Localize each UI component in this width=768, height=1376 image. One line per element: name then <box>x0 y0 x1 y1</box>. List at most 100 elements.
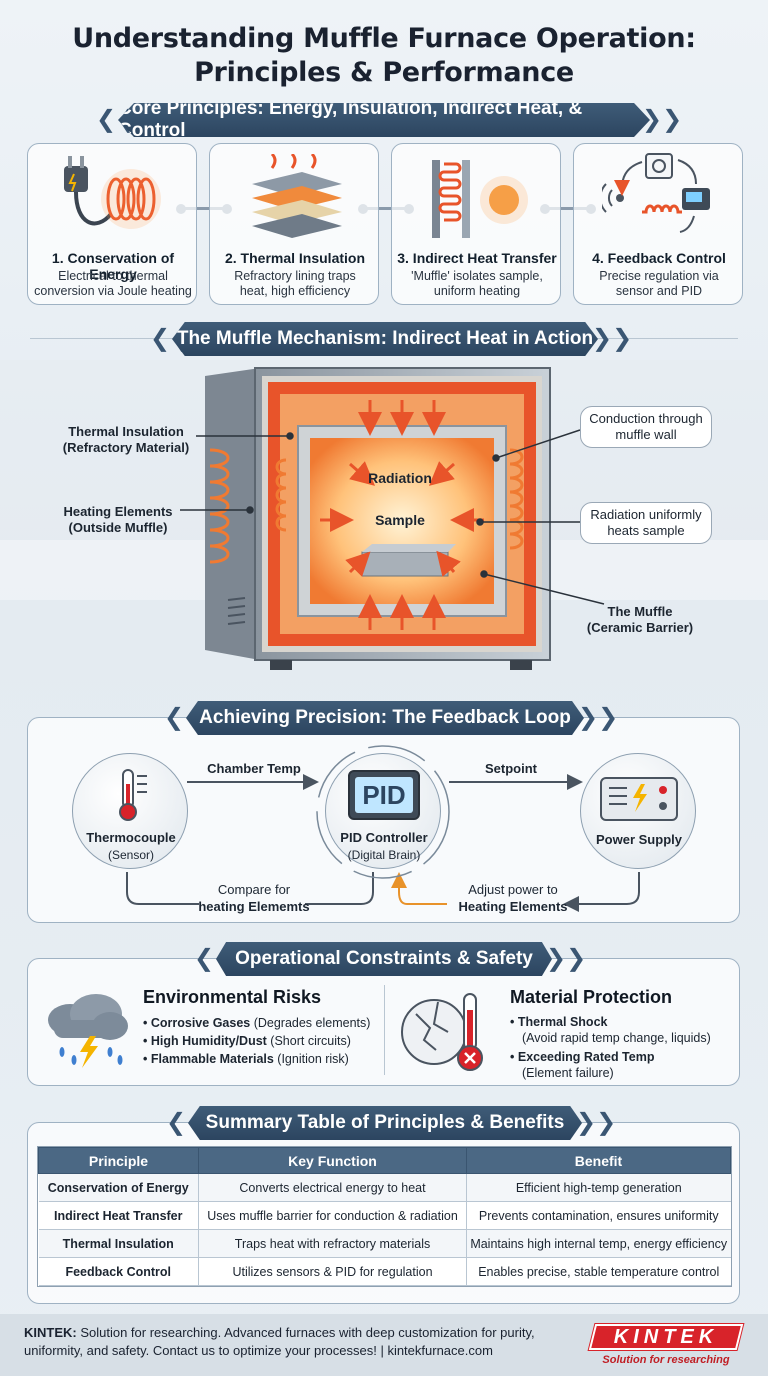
card-text: heat, high efficiency <box>239 284 351 298</box>
section-banner-muffle-mechanism: The Muffle Mechanism: Indirect Heat in A… <box>172 322 598 356</box>
connector <box>546 207 588 210</box>
table-header: Key Function <box>198 1147 467 1174</box>
label-line: Heating Elements <box>63 504 173 519</box>
principle-card-indirect-heat: 3. Indirect Heat Transfer 'Muffle' isola… <box>391 143 561 305</box>
list-item: Thermal Shock(Avoid rapid temp change, l… <box>510 1014 734 1046</box>
feedback-loop-icon <box>602 153 710 233</box>
card-title: 4. Feedback Control <box>592 250 726 266</box>
table-cell: Thermal Insulation <box>38 1229 199 1258</box>
node-subtitle: (Digital Brain) <box>347 848 421 862</box>
table-header: Principle <box>38 1147 199 1174</box>
label-line: Heating Elements <box>458 899 568 914</box>
storm-cloud-icon <box>48 994 128 1068</box>
section-banner-feedback: Achieving Precision: The Feedback Loop <box>186 701 584 735</box>
chevron-right-icon: ❯❯ <box>546 945 587 972</box>
power-supply-node: Power Supply <box>580 753 696 869</box>
table-cell: Indirect Heat Transfer <box>38 1201 199 1230</box>
callout-conduction: Conduction through muffle wall <box>580 406 712 448</box>
section-banner-safety: Operational Constraints & Safety <box>216 942 552 976</box>
label-thermal-insulation: Thermal Insulation (Refractory Material) <box>56 424 196 456</box>
table-cell: Uses muffle barrier for conduction & rad… <box>198 1201 467 1230</box>
table-cell: Maintains high internal temp, energy eff… <box>466 1229 731 1258</box>
label-line: heating Elememts <box>198 899 310 914</box>
callout-radiation: Radiation uniformly heats sample <box>580 502 712 544</box>
table-cell: Conservation of Energy <box>38 1173 199 1202</box>
label-line: The Muffle <box>607 604 673 619</box>
page-title: Understanding Muffle Furnace Operation: … <box>72 23 696 88</box>
card-text: conversion via Joule heating <box>34 284 192 298</box>
material-protection-list: Thermal Shock(Avoid rapid temp change, l… <box>510 1014 734 1081</box>
connector <box>182 207 224 210</box>
list-item: Flammable Materials (Ignition risk) <box>143 1050 383 1068</box>
insulation-layers-icon <box>252 154 342 238</box>
footer-brand: KINTEK: <box>24 1325 77 1340</box>
card-text: sensor and PID <box>615 284 703 298</box>
chevron-right-icon: ❯❯ <box>592 325 633 352</box>
card-text: Refractory lining traps <box>234 269 356 283</box>
plug-coil-icon <box>64 156 161 229</box>
label-line: Adjust power to <box>468 882 558 897</box>
section-banner-core-principles: Core Principles: Energy, Insulation, Ind… <box>118 103 650 137</box>
cracked-material-icon <box>401 993 483 1071</box>
callout-line: Radiation uniformly <box>590 507 702 522</box>
label-line: (Outside Muffle) <box>68 520 168 535</box>
section-banner-summary: Summary Table of Principles & Benefits <box>188 1106 582 1140</box>
list-item: Exceeding Rated Temp(Element failure) <box>510 1049 734 1081</box>
pid-controller-node: PID PID Controller (Digital Brain) <box>325 753 441 869</box>
card-title: 2. Thermal Insulation <box>224 250 366 266</box>
card-text: Precise regulation via <box>599 269 719 283</box>
callout-line: muffle wall <box>615 427 677 442</box>
card-text: Electrical to thermal <box>58 269 168 283</box>
principle-card-insulation: 2. Thermal Insulation Refractory lining … <box>209 143 379 305</box>
power-supply-icon <box>600 777 678 821</box>
label-line: Compare for <box>217 882 291 897</box>
footer: KINTEK: Solution for researching. Advanc… <box>0 1314 768 1376</box>
list-item: Corrosive Gases (Degrades elements) <box>143 1014 383 1032</box>
table-cell: Enables precise, stable temperature cont… <box>466 1257 731 1286</box>
table-cell: Prevents contamination, ensures uniformi… <box>466 1201 731 1230</box>
label-line: (Ceramic Barrier) <box>586 620 694 635</box>
indirect-heat-icon <box>432 160 528 238</box>
node-subtitle: (Sensor) <box>107 848 154 862</box>
thermometer-icon <box>119 769 147 821</box>
label-radiation: Radiation <box>368 470 432 486</box>
furnace-diagram <box>0 360 768 680</box>
card-title: 3. Indirect Heat Transfer <box>397 250 557 266</box>
footer-line: Solution for researching. Advanced furna… <box>76 1325 535 1340</box>
table-cell: Feedback Control <box>38 1257 199 1286</box>
summary-table: Principle Key Function Benefit Conservat… <box>37 1146 732 1287</box>
label-heating-elements: Heating Elements (Outside Muffle) <box>54 504 182 536</box>
env-risks-list: Corrosive Gases (Degrades elements) High… <box>143 1014 383 1068</box>
kintek-logo[interactable]: KINTEK <box>588 1324 744 1350</box>
feedback-arrows <box>126 745 640 912</box>
pid-screen: PID <box>348 770 420 820</box>
label-chamber-temp: Chamber Temp <box>207 761 301 776</box>
footer-text: KINTEK: Solution for researching. Advanc… <box>24 1324 584 1360</box>
principle-card-feedback: 4. Feedback Control Precise regulation v… <box>573 143 743 305</box>
label-muffle: The Muffle (Ceramic Barrier) <box>570 604 710 636</box>
label-compare: Compare for heating Elememts <box>186 881 322 915</box>
card-title: 1. Conservation of Energy <box>51 250 175 282</box>
table-cell: Converts electrical energy to heat <box>198 1173 467 1202</box>
material-protection-title: Material Protection <box>510 987 673 1007</box>
chevron-right-icon: ❯❯ <box>578 704 619 731</box>
footer-line: uniformity, and safety. Contact us to op… <box>24 1343 493 1358</box>
principle-card-energy: 1. Conservation of Energy Electrical to … <box>27 143 197 305</box>
label-line: (Refractory Material) <box>62 440 190 455</box>
list-item: High Humidity/Dust (Short circuits) <box>143 1032 383 1050</box>
callout-line: heats sample <box>607 523 685 538</box>
label-line: Thermal Insulation <box>68 424 184 439</box>
logo-text: KINTEK <box>613 1326 719 1348</box>
card-text: uniform heating <box>433 284 521 298</box>
label-sample: Sample <box>375 512 425 528</box>
thermocouple-node: Thermocouple (Sensor) <box>72 753 188 869</box>
node-title: Thermocouple <box>86 830 176 845</box>
node-title: PID Controller <box>340 830 428 845</box>
table-cell: Utilizes sensors & PID for regulation <box>198 1257 467 1286</box>
label-adjust: Adjust power to Heating Elements <box>448 881 578 915</box>
label-setpoint: Setpoint <box>485 761 537 776</box>
